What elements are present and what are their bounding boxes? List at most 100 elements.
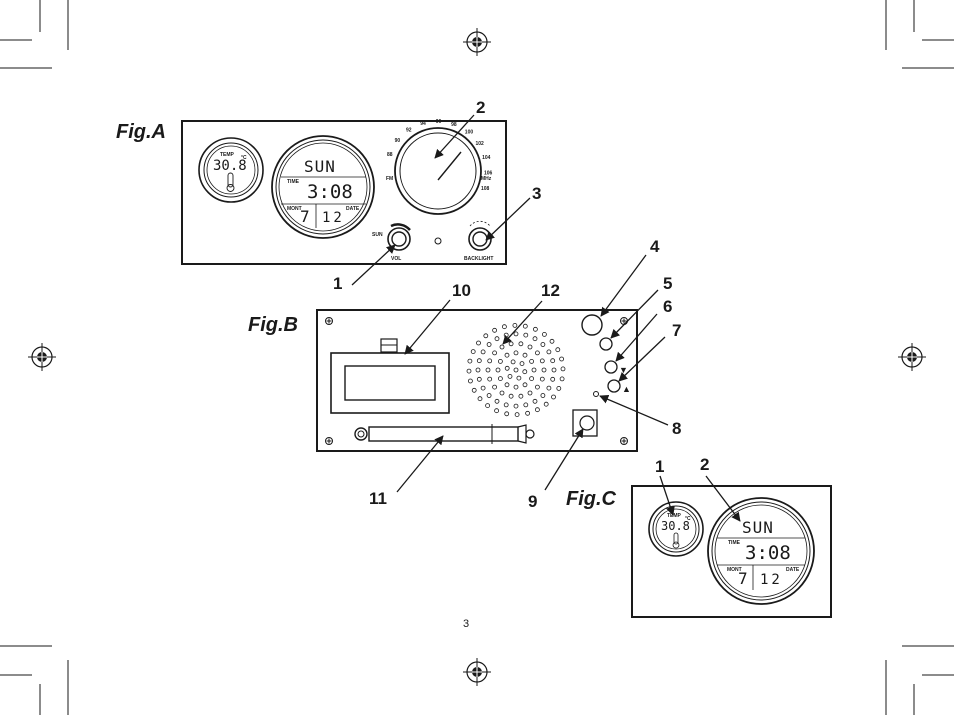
clock-time-label: TIME: [287, 179, 300, 185]
fig-b-label: Fig.B: [248, 314, 298, 336]
speaker-hole: [559, 376, 565, 382]
speaker-hole: [540, 393, 546, 398]
speaker-hole: [495, 367, 501, 373]
speaker-hole: [533, 326, 538, 332]
dial-scale-number: 92: [406, 128, 412, 134]
callout-b-5: 5: [663, 274, 672, 293]
fig-b: Fig.B ▼ ▲ 4: [248, 237, 681, 511]
speaker-hole: [487, 376, 493, 382]
speaker-hole: [556, 385, 562, 391]
callout-c-2: 2: [700, 455, 709, 474]
temp-unit: °C: [241, 155, 247, 161]
speaker-hole: [499, 390, 505, 396]
registration-mark-right: [897, 342, 927, 372]
speaker-hole: [492, 350, 498, 356]
clock-date-value: 12: [322, 210, 345, 226]
callout-c-1: 1: [655, 457, 664, 476]
fig-a-clock: SUN TIME 3:08 MONT DATE 7 12: [271, 135, 375, 239]
speaker-hole: [503, 402, 509, 408]
speaker-hole: [466, 368, 472, 374]
volume-knob[interactable]: SUN VOL: [372, 223, 411, 262]
backlight-knob[interactable]: BACKLIGHT: [464, 220, 493, 262]
rear-button-up[interactable]: [607, 379, 621, 393]
speaker-hole: [501, 324, 507, 330]
dial-unit: MHz: [481, 176, 492, 182]
reset-hole[interactable]: [593, 391, 599, 397]
fig-c-temp-value: 30.8: [661, 519, 690, 533]
speaker-hole: [504, 352, 510, 358]
fig-c-clock-month-label: MONT: [727, 567, 742, 573]
callout-a-1: 1: [333, 274, 342, 293]
fig-c-clock-month-value: 7: [738, 569, 748, 588]
page-number: 3: [463, 618, 469, 630]
speaker-hole: [551, 367, 557, 373]
speaker-hole: [494, 408, 500, 414]
speaker-hole: [522, 323, 528, 329]
indicator-dot: [434, 237, 442, 245]
speaker-hole: [492, 384, 498, 390]
speaker-hole: [480, 349, 486, 355]
speaker-hole: [513, 403, 519, 409]
callout-b-4: 4: [650, 237, 660, 256]
speaker-hole: [546, 385, 552, 391]
speaker-hole: [523, 332, 529, 338]
callout-c-1-arrow: [659, 475, 675, 516]
fig-c-clock: SUN TIME 3:08 MONT DATE 7 12: [707, 497, 815, 605]
callout-a-3: 3: [532, 184, 541, 203]
clock-date-label: DATE: [346, 206, 360, 212]
speaker-hole: [551, 394, 556, 400]
callout-b-9-arrow: [544, 428, 584, 491]
speaker-hole: [546, 349, 552, 355]
speaker-hole: [543, 401, 549, 407]
speaker-hole: [504, 382, 510, 388]
slide-switch[interactable]: [572, 409, 598, 437]
speaker-hole: [513, 350, 519, 356]
temp-value: 30.8: [213, 158, 247, 174]
speaker-hole: [541, 367, 547, 373]
speaker-hole: [494, 336, 500, 342]
dial-scale-number: 100: [465, 130, 474, 136]
fig-a-thermometer: TEMP 30.8 °C: [198, 137, 264, 203]
callout-b-4-arrow: [600, 254, 647, 317]
callout-b-7-arrow: [618, 336, 666, 382]
speaker-hole: [486, 342, 492, 347]
callout-b-5-arrow: [610, 289, 659, 339]
speaker-hole: [475, 367, 481, 373]
speaker-hole: [532, 336, 538, 342]
speaker-hole: [518, 393, 524, 399]
callout-c-2-arrow: [705, 475, 741, 522]
speaker-hole: [516, 375, 522, 381]
dc-jack[interactable]: [581, 314, 603, 336]
speaker-hole: [485, 367, 491, 373]
speaker-hole: [539, 358, 545, 364]
callout-a-3-arrow: [485, 197, 531, 241]
telescopic-antenna: [354, 424, 535, 444]
rear-button-down[interactable]: [604, 360, 618, 374]
dial-scale-number: 102: [476, 141, 485, 147]
fig-c: Fig.C TEMP 30.8 °C SUN TIME 3:08 MONT DA…: [566, 455, 832, 618]
knob-sun-label: SUN: [372, 232, 383, 238]
speaker-hole: [550, 376, 556, 382]
dial-scale-number: 106: [484, 171, 493, 177]
registration-mark-bottom: [462, 657, 492, 687]
dial-scale-number: 88: [387, 152, 393, 158]
rear-button-1[interactable]: [599, 337, 613, 351]
speaker-hole: [486, 393, 492, 398]
speaker-hole: [529, 358, 534, 364]
speaker-hole: [522, 382, 528, 388]
speaker-hole: [476, 358, 482, 364]
speaker-hole: [518, 341, 524, 347]
speaker-hole: [535, 407, 540, 413]
speaker-hole: [529, 376, 534, 382]
clock-day: SUN: [304, 157, 336, 176]
speaker-hole: [503, 332, 509, 338]
speaker-hole: [477, 396, 483, 402]
clock-time: 3:08: [307, 181, 353, 203]
fig-c-clock-time-label: TIME: [728, 540, 741, 546]
speaker-hole: [507, 373, 513, 379]
speaker-hole: [510, 359, 516, 365]
speaker-hole: [480, 385, 486, 391]
dial-scale-number: 108: [481, 186, 490, 192]
speaker-hole: [504, 411, 510, 417]
